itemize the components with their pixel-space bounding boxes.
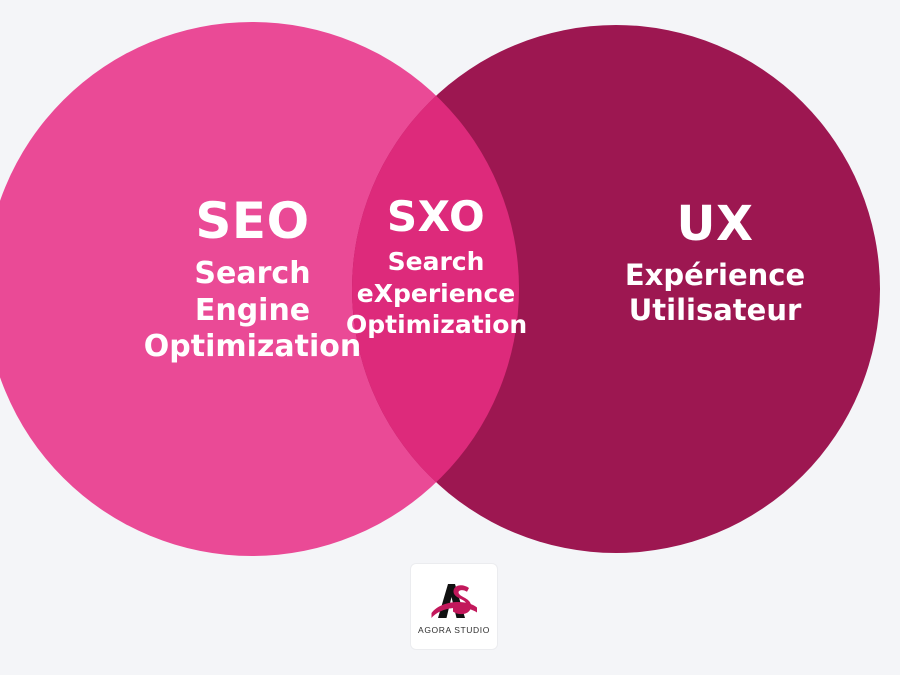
ux-title: UX [676, 196, 754, 252]
seo-subtitle-line-3: Optimization [143, 329, 362, 365]
venn-intersection-sxo [352, 25, 519, 553]
sxo-title: SXO [386, 192, 486, 241]
seo-subtitle-line-1: Search [194, 256, 311, 291]
seo-subtitle-line-2: Engine [194, 292, 311, 328]
as-monogram-icon [431, 584, 477, 618]
ux-subtitle-line-2: Utilisateur [628, 293, 802, 328]
venn-label-sxo: SXO Search eXperience Optimization [346, 192, 528, 341]
agora-studio-wordmark: AGORA STUDIO [418, 625, 490, 635]
venn-label-ux: UX Expérience Utilisateur [545, 200, 885, 329]
agora-studio-logo: AGORA STUDIO [411, 564, 497, 649]
sxo-subtitle-line-3: Optimization [346, 310, 528, 339]
ux-subtitle-line-1: Expérience [624, 258, 806, 292]
sxo-subtitle-line-1: Search [387, 247, 485, 276]
venn-label-seo: SEO Search Engine Optimization [60, 196, 445, 366]
sxo-subtitle-line-2: eXperience [356, 278, 516, 308]
seo-title: SEO [195, 192, 310, 250]
